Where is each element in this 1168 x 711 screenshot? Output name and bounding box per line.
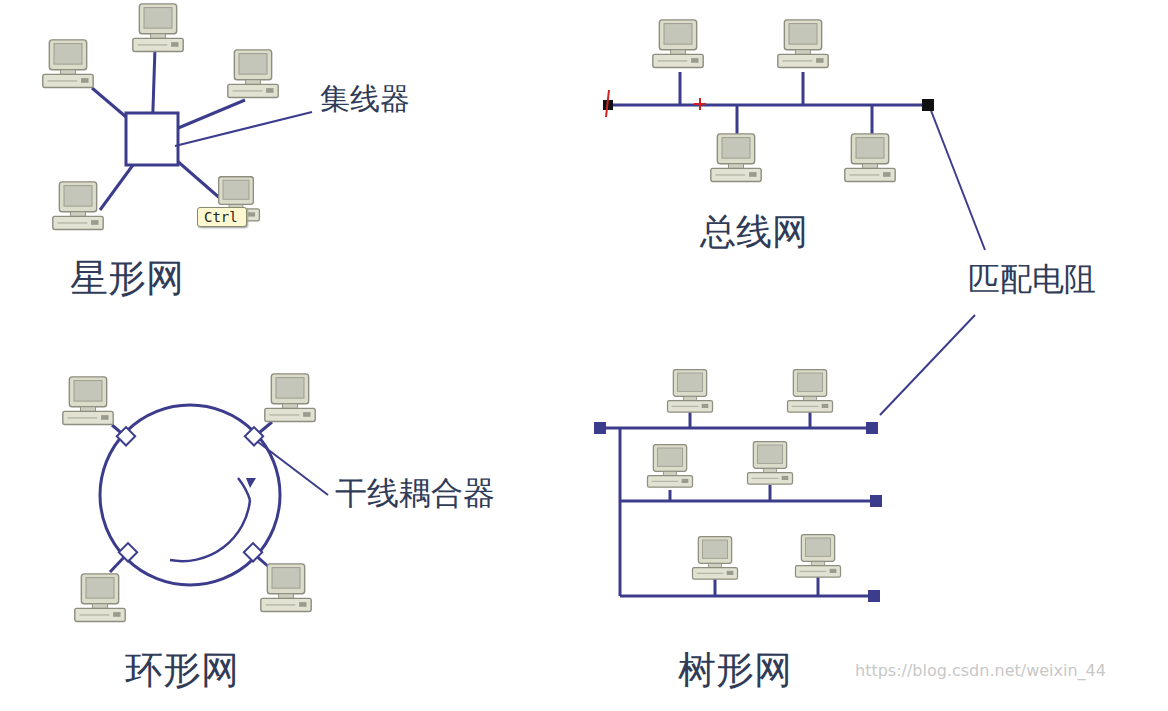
callout-label: 匹配电阻 — [968, 262, 1096, 297]
key-label: Ctrl — [198, 208, 246, 226]
figure-caption: 树形网 — [678, 650, 792, 692]
callout-label: 集线器 — [320, 82, 410, 115]
figure-caption: 星形网 — [70, 258, 184, 300]
callout-label: 干线耦合器 — [335, 476, 495, 511]
key-tooltip: Ctrl — [197, 207, 247, 227]
watermark: https://blog.csdn.net/weixin_44 — [855, 662, 1106, 680]
figure-caption: 总线网 — [700, 212, 808, 252]
figure-caption: 环形网 — [125, 650, 239, 692]
